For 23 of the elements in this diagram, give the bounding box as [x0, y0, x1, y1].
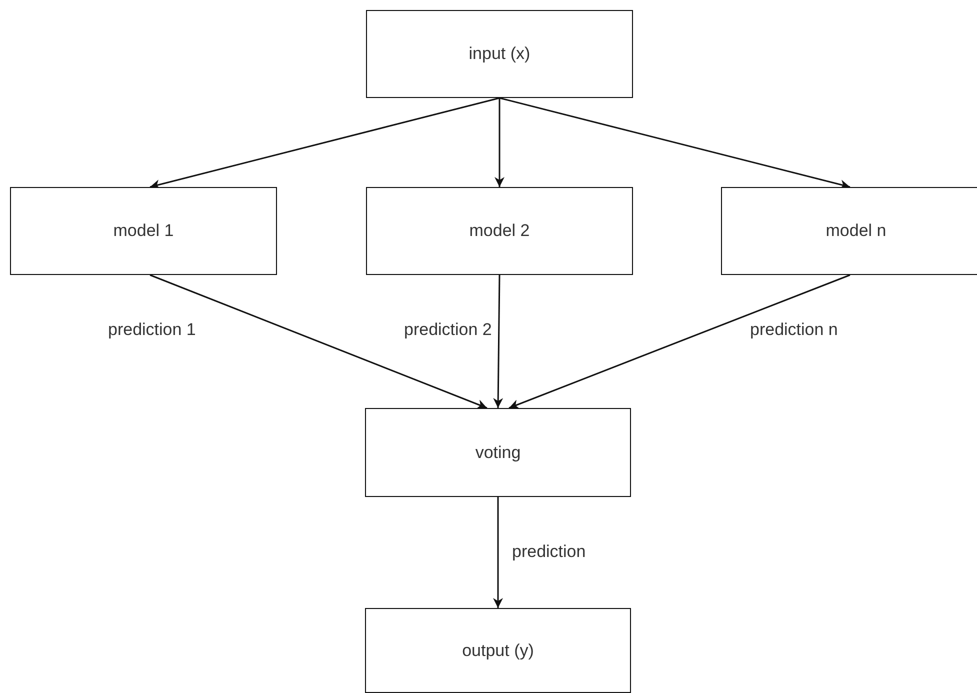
- node-label: model 2: [469, 221, 530, 241]
- process-box: [365, 608, 631, 693]
- process-box: [10, 187, 277, 275]
- arrow: [499, 97, 850, 190]
- arrow: [493, 497, 503, 608]
- arrow: [493, 275, 504, 408]
- node-label: model 1: [113, 221, 174, 241]
- node-label: model n: [826, 221, 886, 241]
- process-box: [365, 408, 631, 497]
- edge-label: prediction 1: [106, 320, 198, 340]
- arrow: [150, 97, 500, 190]
- process-box: [721, 187, 977, 275]
- arrow: [150, 274, 488, 409]
- edge-label: prediction n: [748, 320, 840, 340]
- node-label: voting: [475, 442, 521, 462]
- process-box: [366, 10, 633, 98]
- edge-label: prediction: [510, 542, 588, 562]
- node-label: input (x): [468, 44, 530, 64]
- arrow: [508, 274, 850, 410]
- edge-label: prediction 2: [402, 320, 494, 340]
- arrow: [494, 98, 504, 187]
- node-label: output (y): [462, 640, 534, 660]
- process-box: [366, 187, 633, 275]
